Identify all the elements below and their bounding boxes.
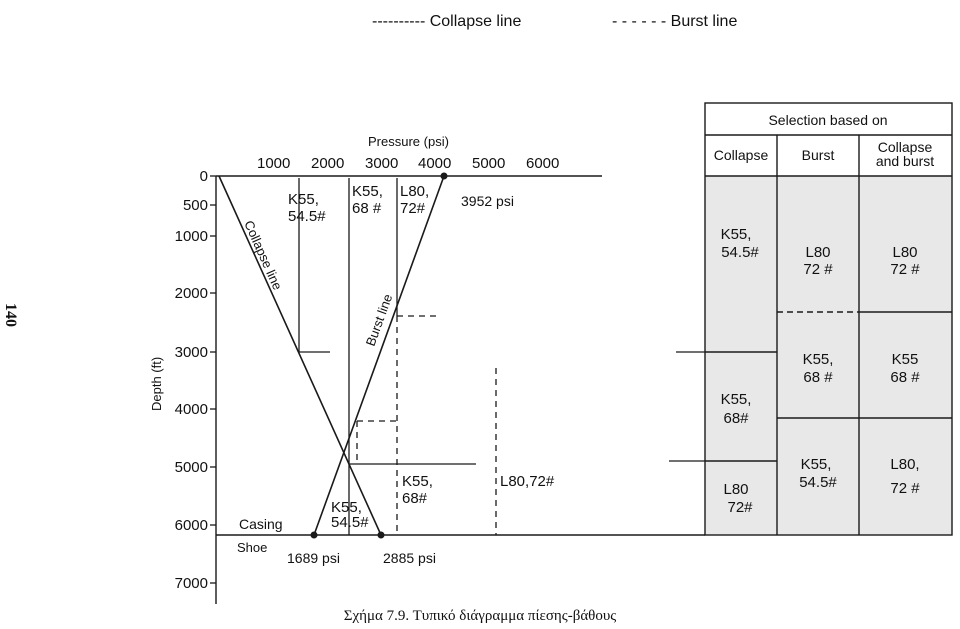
shoe-burst-pressure: 1689 psi [287,550,340,566]
y-tick-labels: 0 500 1000 2000 3000 4000 5000 6000 7000 [175,168,216,592]
table-title: Selection based on [768,112,887,128]
cell-burst-2: K55,68 # [803,351,834,386]
shoe-label: Shoe [237,540,267,555]
page-number: 140 [2,303,19,327]
label-l80-72-inline: L80,72# [500,473,555,490]
pressure-lines [218,175,445,536]
y-tick-label: 3000 [175,344,208,361]
burst-line [313,175,445,536]
y-axis-title: Depth (ft) [149,357,164,411]
burst-shoe-point [310,531,318,539]
x-tick-labels: 1000 2000 3000 4000 5000 6000 [257,155,559,172]
label-k55-68-low: K55,68# [402,473,433,507]
label-k55-545: K55,54.5# [288,191,326,225]
collapse-line [218,175,382,536]
label-k55-545-low: K55,54.5# [331,499,369,531]
label-l80-72-top: L80,72# [400,183,429,217]
legend: ---------- Collapse line - - - - - - Bur… [372,13,737,30]
top-pressure-label: 3952 psi [461,193,514,209]
y-tick-label: 6000 [175,517,208,534]
y-tick-label: 5000 [175,459,208,476]
x-tick-label: 1000 [257,155,290,172]
casing-labels: K55,54.5# K55,68 # L80,72# K55,68# L80,7… [288,183,555,531]
table-body-fill [705,176,952,535]
dashed-lines [356,315,497,535]
y-tick-label: 500 [183,197,208,214]
selection-table: Selection based on Collapse Burst Collap… [704,102,953,536]
legend-collapse: ---------- Collapse line [372,13,521,30]
axes [215,175,705,604]
x-tick-label: 3000 [365,155,398,172]
collapse-line-label: Collapse line [241,218,285,292]
x-tick-label: 4000 [418,155,451,172]
legend-burst: - - - - - - Burst line [612,13,737,30]
design-lines [298,178,705,535]
figure-caption: Σχήμα 7.9. Τυπικό διάγραμμα πίεσης-βάθου… [343,608,617,624]
header-collapse: Collapse [714,147,769,163]
x-tick-label: 2000 [311,155,344,172]
x-tick-label: 6000 [526,155,559,172]
shoe-collapse-pressure: 2885 psi [383,550,436,566]
cell-collapse-2: K55,68# [721,391,752,427]
burst-top-point [440,172,448,180]
header-burst: Burst [802,147,835,163]
y-tick-label: 1000 [175,228,208,245]
y-tick-label: 0 [200,168,208,185]
label-k55-68-top: K55,68 # [352,183,383,217]
cell-both-3: L80,72 # [890,456,920,497]
y-tick-label: 4000 [175,401,208,418]
casing-label: Casing [239,516,283,532]
cell-burst-3: K55,54.5# [799,456,837,491]
burst-line-label: Burst line [363,292,396,348]
y-tick-label: 7000 [175,575,208,592]
cell-collapse-1: K55,54.5# [721,226,760,261]
table-frame [704,102,953,536]
collapse-shoe-point [377,531,385,539]
x-axis-title: Pressure (psi) [368,134,449,149]
y-tick-label: 2000 [175,285,208,302]
x-tick-label: 5000 [472,155,505,172]
